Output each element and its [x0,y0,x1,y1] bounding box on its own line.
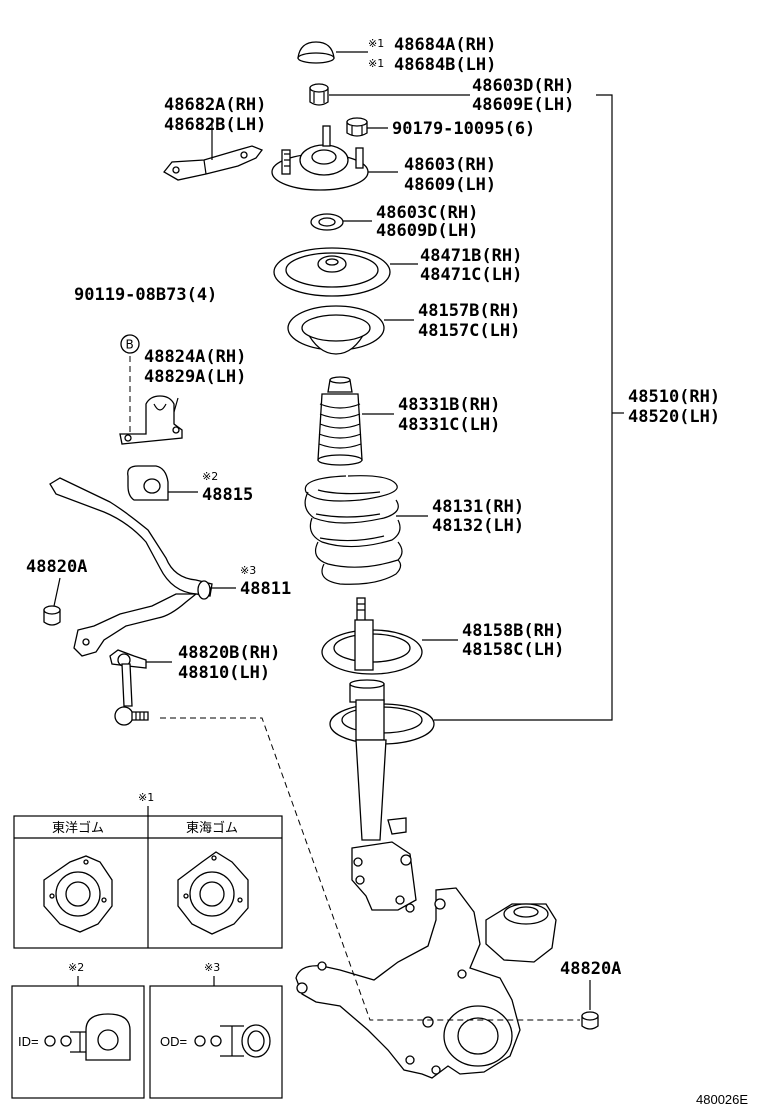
part-number-90119-08B73: 90119-08B73(4) [74,285,217,305]
nut-48820A-left-drawing [43,605,61,626]
note-3-label: OD= [160,1034,187,1049]
note-2-box: ※2 ID= [11,961,145,1099]
stabilizer-link-48820B-drawing [109,649,149,726]
note-1-col2-header: 東海ゴム [186,820,238,836]
part-number-48820A-right: 48820A [560,959,621,979]
bump-stopper-48331-drawing [317,376,363,466]
part-number-48157B-rh: 48157B(RH) [418,301,520,321]
nut-48603D-drawing [309,83,329,106]
nut-90179-drawing [346,117,368,137]
stabilizer-bracket-48824-drawing [119,356,183,445]
part-number-48158B-rh: 48158B(RH) [462,621,564,641]
upper-mount-48603-drawing [271,125,369,191]
part-number-48158C-lh: 48158C(LH) [462,640,564,660]
part-number-48810-lh: 48810(LH) [178,663,270,683]
part-number-48815: 48815 [202,485,253,505]
part-number-48157C-lh: 48157C(LH) [418,321,520,341]
part-number-48331C-lh: 48331C(LH) [398,415,500,435]
part-number-48609E-lh: 48609E(LH) [472,95,574,115]
part-number-48609-lh: 48609(LH) [404,175,496,195]
part-number-48682B-lh: 48682B(LH) [164,115,266,135]
note-2-label: ID= [18,1034,39,1049]
steering-knuckle-drawing [295,887,557,1079]
part-number-48331B-rh: 48331B(RH) [398,395,500,415]
part-number-48824A-rh: 48824A(RH) [144,347,246,367]
part-number-48520-lh: 48520(LH) [628,407,720,427]
part-number-48684B-lh: 48684B(LH) [394,55,496,75]
note-mark-48684-upper: ※1 [368,37,384,50]
part-number-48820A-left: 48820A [26,557,87,577]
note-mark-48684-lower: ※1 [368,57,384,70]
part-number-48471B-rh: 48471B(RH) [420,246,522,266]
part-number-48132-lh: 48132(LH) [432,516,524,536]
note-mark-48811: ※3 [240,564,256,577]
callout-circle-b: B [120,334,140,354]
bushing-48815-drawing [127,465,169,501]
part-number-48811: 48811 [240,579,291,599]
note-mark-48815: ※2 [202,470,218,483]
insulator-48157-drawing [287,305,385,355]
bracket-48682-drawing [163,145,264,181]
note-3-mark: ※3 [204,961,220,974]
stabilizer-bar-48811-drawing [49,477,213,657]
part-number-48829A-lh: 48829A(LH) [144,367,246,387]
note-1-col1-header: 東洋ゴム [52,820,104,836]
coil-spring-48131-drawing [304,475,403,585]
part-number-48603D-rh: 48603D(RH) [472,76,574,96]
part-number-48471C-lh: 48471C(LH) [420,265,522,285]
part-number-48609D-lh: 48609D(LH) [376,221,478,241]
part-number-90179-10095: 90179-10095(6) [392,119,535,139]
lower-seat-48158-drawing [321,597,423,675]
part-number-48682A-rh: 48682A(RH) [164,95,266,115]
note-3-box: ※3 OD= [149,961,283,1099]
note-1-table: ※1 東洋ゴム 東海ゴム [13,791,283,949]
part-number-48131-rh: 48131(RH) [432,497,524,517]
nut-48820A-right-drawing [581,1011,599,1030]
washer-48603C-drawing [310,213,344,231]
part-number-48684A-rh: 48684A(RH) [394,35,496,55]
note-1-mark: ※1 [138,791,154,804]
part-number-48510-rh: 48510(RH) [628,387,720,407]
svg-text:B: B [126,338,134,352]
part-number-48820B-rh: 48820B(RH) [178,643,280,663]
leader-lines [53,51,624,1021]
shock-absorber-48510-drawing [329,679,435,913]
spring-seat-48471-drawing [273,247,391,297]
note-2-mark: ※2 [68,961,84,974]
mount-variant-2-drawing [177,851,249,935]
diagram-code: 480026E [696,1092,748,1107]
dust-cap-48684-drawing [297,41,335,64]
part-number-48603-rh: 48603(RH) [404,155,496,175]
mount-variant-1-drawing [43,855,113,933]
part-number-48603C-rh: 48603C(RH) [376,203,478,223]
